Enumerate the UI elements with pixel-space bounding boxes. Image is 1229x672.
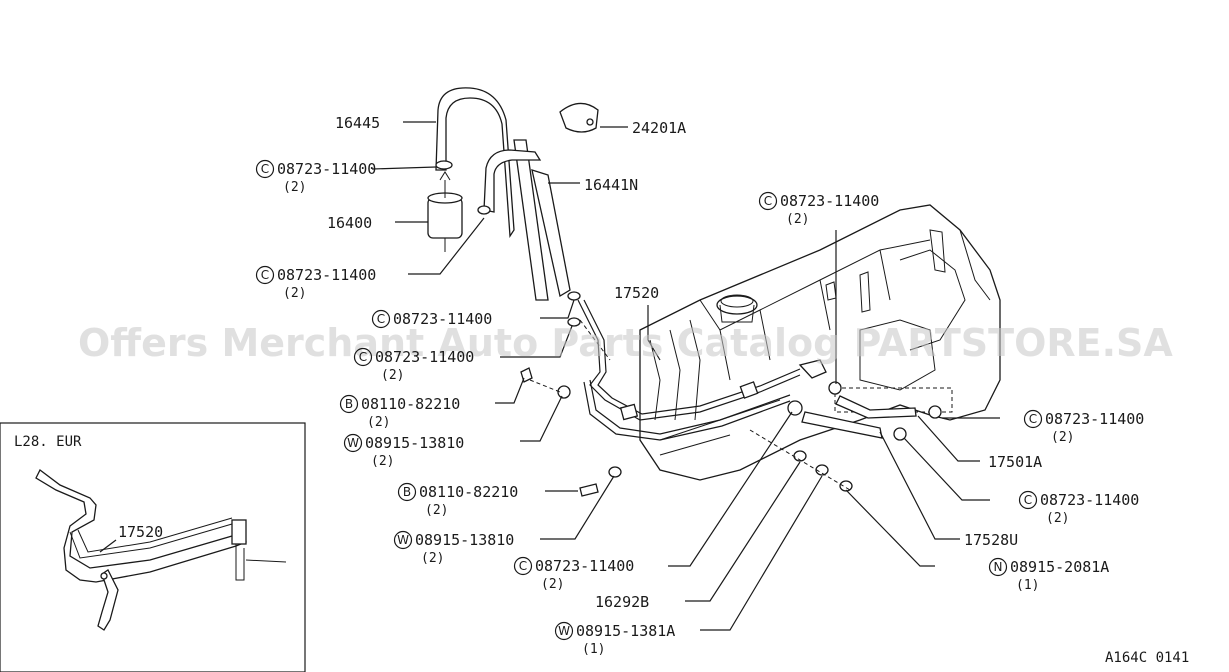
callout-prefix-circle xyxy=(988,557,1008,577)
inset-l28-eur: L28. EUR 17520 xyxy=(0,422,306,672)
callout-quantity: (2) xyxy=(381,368,404,383)
callout-prefix: W xyxy=(347,436,359,450)
callout-prefix: W xyxy=(397,533,409,547)
callout-prefix-circle xyxy=(339,394,359,414)
callout-quantity: (2) xyxy=(367,415,390,430)
callout-l10: C 08723-11400 (2) xyxy=(353,347,474,383)
callout-l17: W 08915-13810 (2) xyxy=(393,530,514,566)
callout-prefix: B xyxy=(345,397,353,411)
fuel-filter xyxy=(427,160,491,252)
callout-prefix: C xyxy=(359,350,367,364)
callout-part-number: 08915-2081A xyxy=(1010,558,1109,576)
inset-title: L28. EUR xyxy=(14,434,82,450)
callout-prefix: N xyxy=(994,560,1003,574)
callout-l22: W 08915-1381A (1) xyxy=(554,621,675,657)
callout-part-number: 16441N xyxy=(584,176,638,194)
callout-prefix-circle xyxy=(1018,490,1038,510)
callout-prefix-circle xyxy=(353,347,373,367)
callout-quantity: (2) xyxy=(283,286,306,301)
callout-prefix-circle xyxy=(397,482,417,502)
callout-prefix: C xyxy=(1024,493,1032,507)
callout-l16: C 08723-11400 (2) xyxy=(513,556,634,592)
callout-part-number: 08723-11400 xyxy=(1040,491,1139,509)
callout-l20: N 08915-2081A (1) xyxy=(988,557,1109,593)
callout-prefix-circle xyxy=(758,191,778,211)
callout-part-number: 24201A xyxy=(632,119,686,137)
callout-l13: C 08723-11400 (2) xyxy=(1023,409,1144,445)
engine-block xyxy=(639,204,1001,481)
inset-part-label: 17520 xyxy=(118,523,163,541)
callout-quantity: (2) xyxy=(371,454,394,469)
callout-prefix: B xyxy=(403,485,411,499)
callout-prefix-circle xyxy=(513,556,533,576)
callout-part-number: 08723-11400 xyxy=(277,266,376,284)
callout-prefix: C xyxy=(764,194,772,208)
callout-l7: C 08723-11400 (2) xyxy=(758,191,879,227)
callout-prefix-circle xyxy=(1023,409,1043,429)
callout-quantity: (2) xyxy=(1051,430,1074,445)
callout-part-number: 08723-11400 xyxy=(1045,410,1144,428)
callout-quantity: (2) xyxy=(1046,511,1069,526)
callout-prefix-circle xyxy=(255,159,275,179)
callout-part-number: 17501A xyxy=(988,453,1042,471)
callout-l8: 17520 xyxy=(614,284,659,302)
callout-quantity: (2) xyxy=(421,551,444,566)
callout-prefix: C xyxy=(261,162,269,176)
callout-l3: C 08723-11400 (2) xyxy=(255,159,376,195)
callout-prefix-circle xyxy=(255,265,275,285)
callout-part-number: 08110-82210 xyxy=(361,395,460,413)
callout-part-number: 08723-11400 xyxy=(277,160,376,178)
callout-part-number: 17520 xyxy=(614,284,659,302)
watermark: Offers Merchant Auto Parts Catalog PARTS… xyxy=(78,321,1173,365)
callout-l9: C 08723-11400 xyxy=(371,309,492,329)
callout-l15: B 08110-82210 (2) xyxy=(397,482,518,518)
callout-l14: 17501A xyxy=(988,453,1042,471)
clamps-and-fasteners xyxy=(520,291,942,497)
callout-prefix: W xyxy=(558,624,570,638)
callout-prefix-circle xyxy=(393,530,413,550)
callout-part-number: 16445 xyxy=(335,114,380,132)
callout-quantity: (1) xyxy=(1016,578,1039,593)
callout-part-number: 08915-13810 xyxy=(415,531,514,549)
figure-code: A164C 0141 xyxy=(1105,650,1189,666)
callout-part-number: 08915-13810 xyxy=(365,434,464,452)
callout-prefix: C xyxy=(1029,412,1037,426)
fuel-hoses xyxy=(435,87,599,301)
callout-part-number: 08723-11400 xyxy=(393,310,492,328)
callout-part-number: 08723-11400 xyxy=(375,348,474,366)
callout-quantity: (2) xyxy=(283,180,306,195)
callout-prefix-circle xyxy=(343,433,363,453)
callout-l4: 16441N xyxy=(584,176,638,194)
fuel-pipe-assembly xyxy=(577,299,827,441)
callout-l11: B 08110-82210 (2) xyxy=(339,394,460,430)
callout-prefix: C xyxy=(519,559,527,573)
leader-lines xyxy=(371,121,1000,631)
callout-prefix: C xyxy=(377,312,385,326)
callout-prefix-circle xyxy=(371,309,391,329)
callout-part-number: 08110-82210 xyxy=(419,483,518,501)
callout-part-number: 08915-1381A xyxy=(576,622,675,640)
callout-l12: W 08915-13810 (2) xyxy=(343,433,464,469)
callout-part-number: 16400 xyxy=(327,214,372,232)
callout-quantity: (1) xyxy=(582,642,605,657)
callout-quantity: (2) xyxy=(425,503,448,518)
callout-part-number: 08723-11400 xyxy=(535,557,634,575)
callout-l2: 24201A xyxy=(632,119,686,137)
callout-part-number: 17528U xyxy=(964,531,1018,549)
callout-l6: C 08723-11400 (2) xyxy=(255,265,376,301)
callout-part-number: 16292B xyxy=(595,593,649,611)
callout-l1: 16445 xyxy=(335,114,380,132)
callout-quantity: (2) xyxy=(541,577,564,592)
callout-l21: 16292B xyxy=(595,593,649,611)
callout-l19: C 08723-11400 (2) xyxy=(1018,490,1139,526)
callout-l18: 17528U xyxy=(964,531,1018,549)
callout-l5: 16400 xyxy=(327,214,372,232)
callout-quantity: (2) xyxy=(786,212,809,227)
callout-prefix: C xyxy=(261,268,269,282)
callout-prefix-circle xyxy=(554,621,574,641)
callout-part-number: 08723-11400 xyxy=(780,192,879,210)
